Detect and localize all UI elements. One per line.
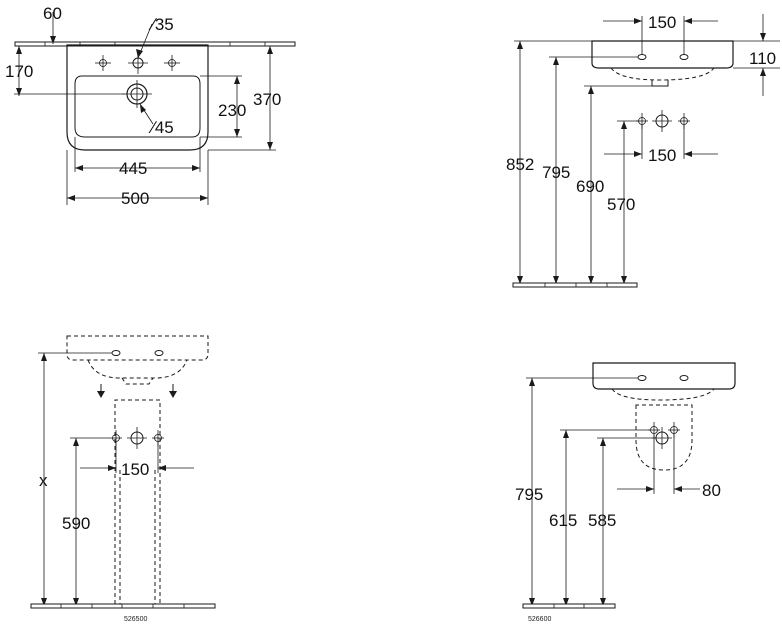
floor-line: [30, 603, 216, 609]
dim-615: 615: [549, 511, 577, 530]
dim-852: 852: [506, 155, 534, 174]
basin-outline-dashed: [66, 335, 209, 361]
dim-585: 585: [588, 511, 616, 530]
floor-line: [512, 282, 638, 288]
dim-590: 590: [62, 514, 90, 533]
supply-connections: [110, 427, 164, 449]
semi-pedestal-view: 795 615 585 80 526600: [515, 362, 736, 623]
plan-view: 60 ∕35 170 230 370 ∕45 445: [5, 4, 296, 208]
dim-150-supply: 150: [648, 146, 676, 165]
dim-445: 445: [119, 159, 147, 178]
dim-150-top: 150: [648, 13, 676, 32]
pedestal-view: x 590 150 526500: [30, 335, 216, 623]
supply-connections: [636, 110, 690, 132]
basin-outline: [66, 44, 209, 151]
semi-pedestal: [635, 404, 693, 471]
dim-dia-35: ∕35: [148, 15, 174, 34]
dim-dia-45: ∕45: [148, 118, 174, 137]
basin-bowl-hidden: [610, 67, 715, 81]
dim-795-side: 795: [542, 163, 570, 182]
product-code: 526600: [528, 616, 551, 623]
dim-795-semi: 795: [515, 485, 543, 504]
dim-230: 230: [218, 101, 246, 120]
basin-side: [592, 362, 736, 390]
dim-570: 570: [607, 195, 635, 214]
supply-connections: [648, 422, 680, 449]
dim-170: 170: [5, 62, 33, 81]
dim-x: x: [39, 471, 48, 490]
product-code: 526500: [124, 616, 147, 623]
dim-60: 60: [43, 4, 62, 23]
basin-side: [591, 40, 734, 69]
waste-outlet: [122, 80, 152, 108]
dim-370: 370: [253, 90, 281, 109]
basin-bowl: [74, 75, 201, 138]
dim-500: 500: [121, 189, 149, 208]
side-elevation: 150 110 852 795 690 570: [506, 13, 780, 288]
dim-110: 110: [749, 49, 776, 68]
dim-690: 690: [576, 177, 604, 196]
floor-line: [522, 603, 616, 609]
dim-150-pedestal: 150: [121, 460, 149, 479]
dim-80: 80: [702, 481, 721, 500]
pedestal-column: [114, 399, 161, 604]
